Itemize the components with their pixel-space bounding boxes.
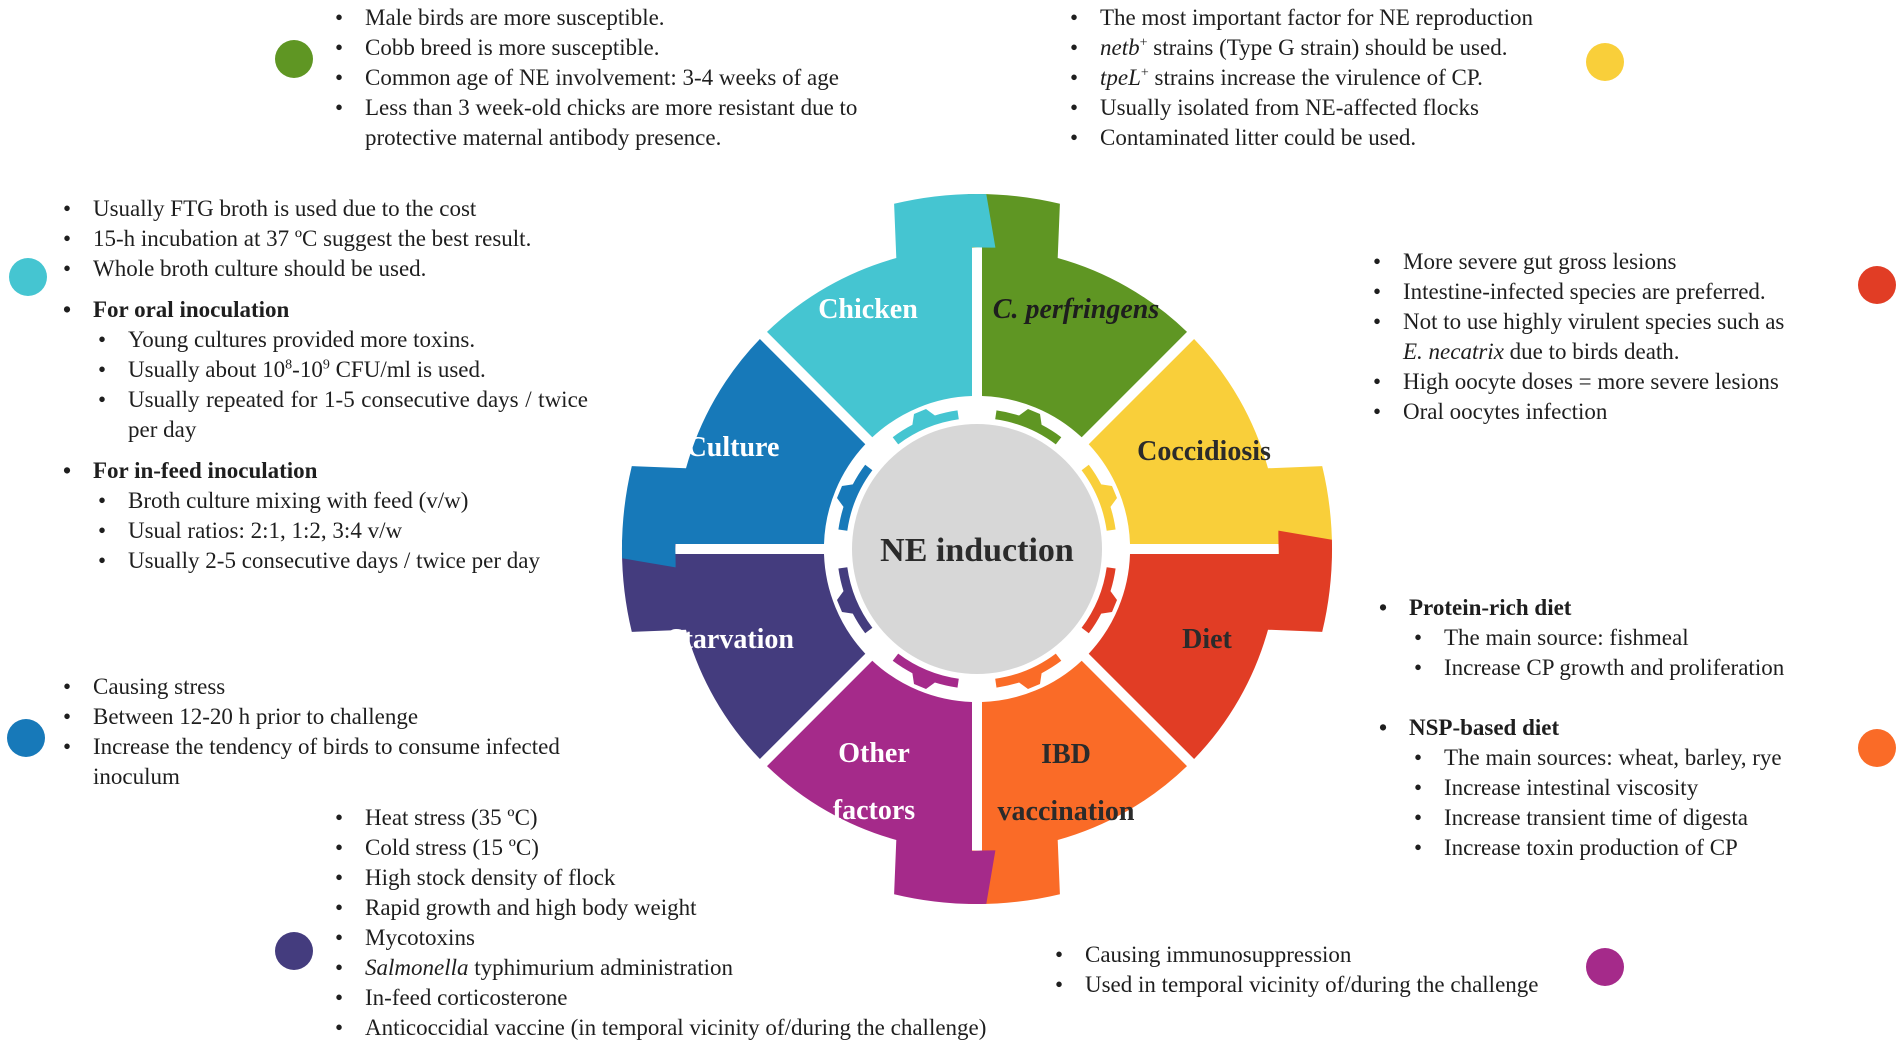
nsp-based-diet-heading: NSP-based diet The main sources: wheat, … [1379, 713, 1849, 863]
culture-note: 15-h incubation at 37 ºC suggest the bes… [63, 224, 598, 254]
starvation-dot [7, 719, 45, 757]
c-perfringens-note: tpeL+ strains increase the virulence of … [1070, 63, 1610, 93]
hub-circle [852, 424, 1102, 674]
starvation-note: Causing stress [63, 672, 623, 702]
other-factors-note: Cold stress (15 ºC) [335, 833, 1075, 863]
segment-label-other: Other [838, 738, 910, 769]
segment-diet-inner-arc [995, 653, 1062, 689]
culture-note: Usually FTG broth is used due to the cos… [63, 194, 598, 224]
nsp-diet-note: Increase intestinal viscosity [1409, 773, 1849, 803]
protein-diet-note: Increase CP growth and proliferation [1409, 653, 1849, 683]
coccidiosis-note: Intestine-infected species are preferred… [1373, 277, 1843, 307]
starvation-note: Between 12-20 h prior to challenge [63, 702, 623, 732]
protein-rich-diet-heading: Protein-rich diet The main source: fishm… [1379, 593, 1849, 683]
culture-note: Whole broth culture should be used. [63, 254, 598, 284]
other-factors-note: Anticoccidial vaccine (in temporal vicin… [335, 1013, 1075, 1043]
protein-diet-note: The main source: fishmeal [1409, 623, 1849, 653]
in-feed-inoculation-note: Broth culture mixing with feed (v/w) [93, 486, 598, 516]
segment-label-coccidiosis: Coccidiosis [1137, 436, 1271, 467]
segment-chicken [958, 193, 1187, 438]
chicken-notes: Male birds are more susceptible. Cobb br… [335, 3, 890, 153]
c-perfringens-note: Contaminated litter could be used. [1070, 123, 1610, 153]
segment-culture [767, 193, 996, 438]
segment-other-factors [621, 530, 866, 759]
c-perfringens-notes: The most important factor for NE reprodu… [1070, 3, 1610, 153]
culture-notes: Usually FTG broth is used due to the cos… [63, 194, 598, 576]
ibd-vaccination-notes: Causing immunosuppression Used in tempor… [1055, 940, 1615, 1000]
diet-notes: Protein-rich diet The main source: fishm… [1379, 593, 1849, 863]
ibd-vaccination-note: Used in temporal vicinity of/during the … [1055, 970, 1615, 1000]
nsp-diet-note: The main sources: wheat, barley, rye [1409, 743, 1849, 773]
starvation-notes: Causing stress Between 12-20 h prior to … [63, 672, 623, 792]
ibd-vaccination-note: Causing immunosuppression [1055, 940, 1615, 970]
center-label: NE induction [880, 532, 1074, 569]
oral-inoculation-note: Young cultures provided more toxins. [93, 325, 598, 355]
segment-other-factors-inner-arc [837, 567, 873, 634]
c-perfringens-note: netb+ strains (Type G strain) should be … [1070, 33, 1610, 63]
segment-coccidiosis-inner-arc [1081, 567, 1117, 634]
coccidiosis-dot [1858, 266, 1896, 304]
segment-label-starvation: Starvation [668, 624, 794, 655]
other-factors-notes: Heat stress (35 ºC) Cold stress (15 ºC) … [335, 803, 1075, 1043]
segment-culture-inner-arc [892, 409, 959, 445]
segment-c-perfringens-inner-arc [1081, 464, 1117, 531]
chicken-note: Less than 3 week-old chicks are more res… [335, 93, 890, 153]
coccidiosis-note: Oral oocytes infection [1373, 397, 1843, 427]
segment-ibd-vaccination-inner-arc [892, 653, 959, 689]
segment-chicken-inner-arc [995, 409, 1062, 445]
in-feed-inoculation-note: Usually 2-5 consecutive days / twice per… [93, 546, 598, 576]
segment-starvation-inner-arc [837, 464, 873, 531]
coccidiosis-note: High oocyte doses = more severe lesions [1373, 367, 1843, 397]
in-feed-inoculation-note: Usual ratios: 2:1, 1:2, 3:4 v/w [93, 516, 598, 546]
nsp-diet-note: Increase transient time of digesta [1409, 803, 1849, 833]
segment-coccidiosis [1088, 530, 1333, 759]
in-feed-inoculation-heading: For in-feed inoculation Broth culture mi… [63, 456, 598, 576]
chicken-note: Male birds are more susceptible. [335, 3, 890, 33]
segment-starvation [621, 339, 866, 568]
other-factors-note: In-feed corticosterone [335, 983, 1075, 1013]
segment-label-c-perfringens: C. perfringens [993, 294, 1160, 325]
other-factors-note: High stock density of flock [335, 863, 1075, 893]
c-perfringens-note: The most important factor for NE reprodu… [1070, 3, 1610, 33]
coccidiosis-note: Not to use highly virulent species such … [1373, 307, 1843, 367]
coccidiosis-note: More severe gut gross lesions [1373, 247, 1843, 277]
coccidiosis-notes: More severe gut gross lesions Intestine-… [1373, 247, 1843, 427]
starvation-note: Increase the tendency of birds to consum… [63, 732, 633, 792]
other-factors-note: Heat stress (35 ºC) [335, 803, 1075, 833]
other-factors-note: Rapid growth and high body weight [335, 893, 1075, 923]
segment-c-perfringens [1088, 339, 1333, 568]
chicken-note: Cobb breed is more susceptible. [335, 33, 890, 63]
segment-label-chicken: Chicken [818, 294, 918, 325]
nsp-diet-note: Increase toxin production of CP [1409, 833, 1849, 863]
c-perfringens-note: Usually isolated from NE-affected flocks [1070, 93, 1610, 123]
segment-label-ibd: IBD [1041, 739, 1091, 770]
other-factors-dot [275, 932, 313, 970]
diet-dot [1858, 729, 1896, 767]
oral-inoculation-note: Usually repeated for 1-5 consecutive day… [93, 385, 588, 445]
segment-label-diet: Diet [1182, 624, 1232, 655]
other-factors-note: Salmonella typhimurium administration [335, 953, 1075, 983]
segment-label-culture: Culture [687, 432, 780, 463]
oral-inoculation-heading: For oral inoculation Young cultures prov… [63, 295, 598, 445]
chicken-dot [275, 40, 313, 78]
chicken-note: Common age of NE involvement: 3-4 weeks … [335, 63, 890, 93]
oral-inoculation-note: Usually about 108-109 CFU/ml is used. [93, 355, 598, 385]
other-factors-note: Mycotoxins [335, 923, 1075, 953]
culture-dot [9, 258, 47, 296]
